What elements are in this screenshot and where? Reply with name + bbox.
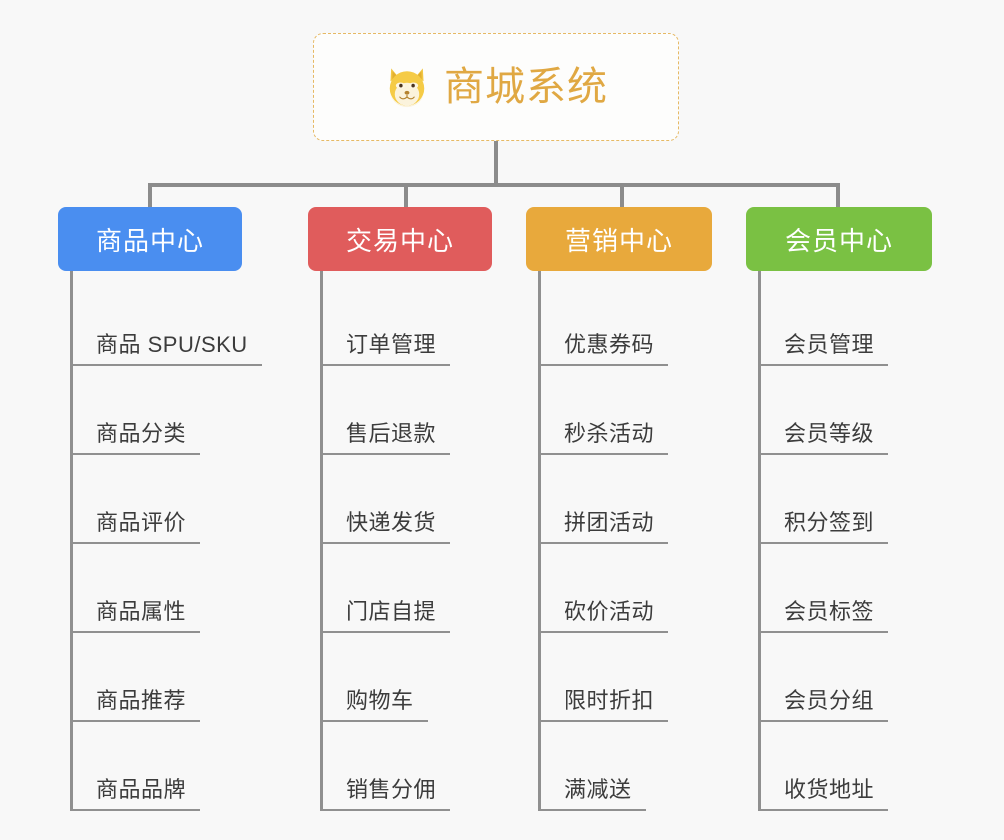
leaf-label: 商品推荐 [96,687,187,713]
connector-bus-bar [148,183,838,187]
leaf-spine-2 [538,271,541,811]
leaf-label: 会员等级 [784,420,875,446]
category-header-0[interactable]: 商品中心 [58,207,242,271]
category-header-3[interactable]: 会员中心 [746,207,932,271]
leaf-item[interactable]: 商品属性 [72,544,242,633]
category-label-0: 商品中心 [95,225,204,256]
category-header-2[interactable]: 营销中心 [526,207,712,271]
leaf-label: 会员分组 [784,687,875,713]
leaf-item[interactable]: 限时折扣 [540,633,712,722]
leaf-list-1: 订单管理 售后退款 快递发货 门店自提 购物车 销售分佣 [308,271,492,811]
connector-drop-0 [148,183,152,209]
leaf-item[interactable]: 快递发货 [322,455,492,544]
connector-drop-2 [620,183,624,209]
connector-root-stem [494,141,498,185]
category-label-2: 营销中心 [564,225,673,256]
leaf-label: 销售分佣 [346,776,437,802]
leaf-label: 限时折扣 [564,687,655,713]
root-title: 商城系统 [444,65,608,109]
leaf-label: 砍价活动 [564,598,655,624]
leaf-item[interactable]: 拼团活动 [540,455,712,544]
leaf-item[interactable]: 商品评价 [72,455,242,544]
leaf-item[interactable]: 会员等级 [760,366,932,455]
leaf-item[interactable]: 秒杀活动 [540,366,712,455]
leaf-list-2: 优惠券码 秒杀活动 拼团活动 砍价活动 限时折扣 满减送 [526,271,712,811]
leaf-item[interactable]: 购物车 [322,633,492,722]
leaf-item[interactable]: 砍价活动 [540,544,712,633]
shiba-dog-face-icon [389,68,425,108]
leaf-label: 商品品牌 [96,776,187,802]
connector-drop-1 [404,183,408,209]
leaf-item[interactable]: 满减送 [540,722,712,811]
leaf-item[interactable]: 商品分类 [72,366,242,455]
leaf-label: 商品 SPU/SKU [96,331,248,357]
leaf-label: 快递发货 [346,509,437,535]
category-label-3: 会员中心 [784,225,893,256]
branch-column-1: 交易中心 订单管理 售后退款 快递发货 门店自提 购物车 销售分佣 [308,207,492,811]
leaf-label: 收货地址 [784,776,875,802]
leaf-label: 拼团活动 [564,509,655,535]
leaf-item[interactable]: 会员标签 [760,544,932,633]
leaf-item[interactable]: 售后退款 [322,366,492,455]
leaf-item[interactable]: 会员管理 [760,277,932,366]
leaf-label: 商品评价 [96,509,187,535]
leaf-label: 会员标签 [784,598,875,624]
leaf-label: 会员管理 [784,331,875,357]
leaf-item[interactable]: 积分签到 [760,455,932,544]
leaf-label: 订单管理 [346,331,437,357]
leaf-label: 商品分类 [96,420,187,446]
branch-column-2: 营销中心 优惠券码 秒杀活动 拼团活动 砍价活动 限时折扣 满减送 [526,207,712,811]
branch-column-3: 会员中心 会员管理 会员等级 积分签到 会员标签 会员分组 收货地址 [746,207,932,811]
leaf-label: 秒杀活动 [564,420,655,446]
leaf-item[interactable]: 订单管理 [322,277,492,366]
leaf-item[interactable]: 商品品牌 [72,722,242,811]
branch-column-0: 商品中心 商品 SPU/SKU 商品分类 商品评价 商品属性 商品推荐 商品品牌 [58,207,262,811]
category-header-1[interactable]: 交易中心 [308,207,492,271]
leaf-item[interactable]: 优惠券码 [540,277,712,366]
leaf-item[interactable]: 商品推荐 [72,633,242,722]
leaf-label: 商品属性 [96,598,187,624]
leaf-spine-0 [70,271,73,811]
leaf-spine-3 [758,271,761,811]
leaf-item[interactable]: 商品 SPU/SKU [72,277,262,366]
category-label-1: 交易中心 [345,225,454,256]
leaf-list-0: 商品 SPU/SKU 商品分类 商品评价 商品属性 商品推荐 商品品牌 [58,271,262,811]
connector-drop-3 [836,183,840,209]
leaf-list-3: 会员管理 会员等级 积分签到 会员标签 会员分组 收货地址 [746,271,932,811]
leaf-spine-1 [320,271,323,811]
leaf-label: 购物车 [346,687,414,713]
root-node[interactable]: 商城系统 [313,33,679,141]
leaf-label: 积分签到 [784,509,875,535]
leaf-item[interactable]: 销售分佣 [322,722,492,811]
leaf-label: 满减送 [564,776,632,802]
leaf-item[interactable]: 收货地址 [760,722,932,811]
leaf-label: 优惠券码 [564,331,655,357]
leaf-label: 售后退款 [346,420,437,446]
leaf-item[interactable]: 会员分组 [760,633,932,722]
leaf-label: 门店自提 [346,598,437,624]
leaf-item[interactable]: 门店自提 [322,544,492,633]
